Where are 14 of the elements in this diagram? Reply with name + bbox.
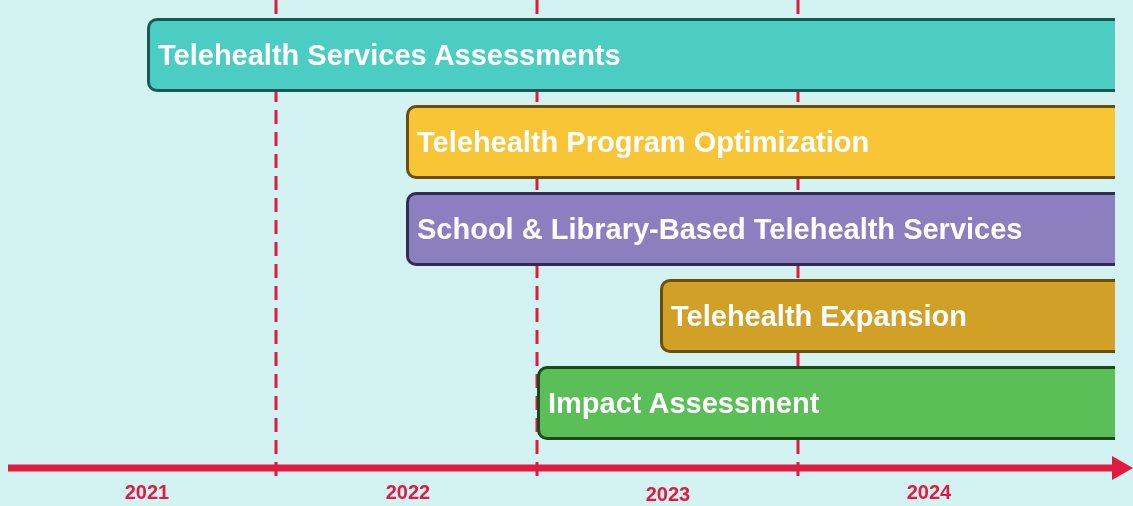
year-label: 2023 [645,483,691,506]
timeline-bar [406,192,1115,266]
bar-label: Impact Assessment [548,386,820,420]
timeline-bar [660,279,1115,353]
year-label: 2022 [385,481,431,504]
bar-label: Telehealth Services Assessments [158,38,621,72]
bar-label: Telehealth Program Optimization [417,125,870,159]
timeline-bar [406,105,1115,179]
bar-label: School & Library-Based Telehealth Services [417,212,1023,246]
bar-label: Telehealth Expansion [671,299,967,333]
year-label: 2024 [906,481,952,504]
timeline-bar [147,18,1115,92]
timeline-bar [537,366,1115,440]
year-label: 2021 [124,481,170,504]
